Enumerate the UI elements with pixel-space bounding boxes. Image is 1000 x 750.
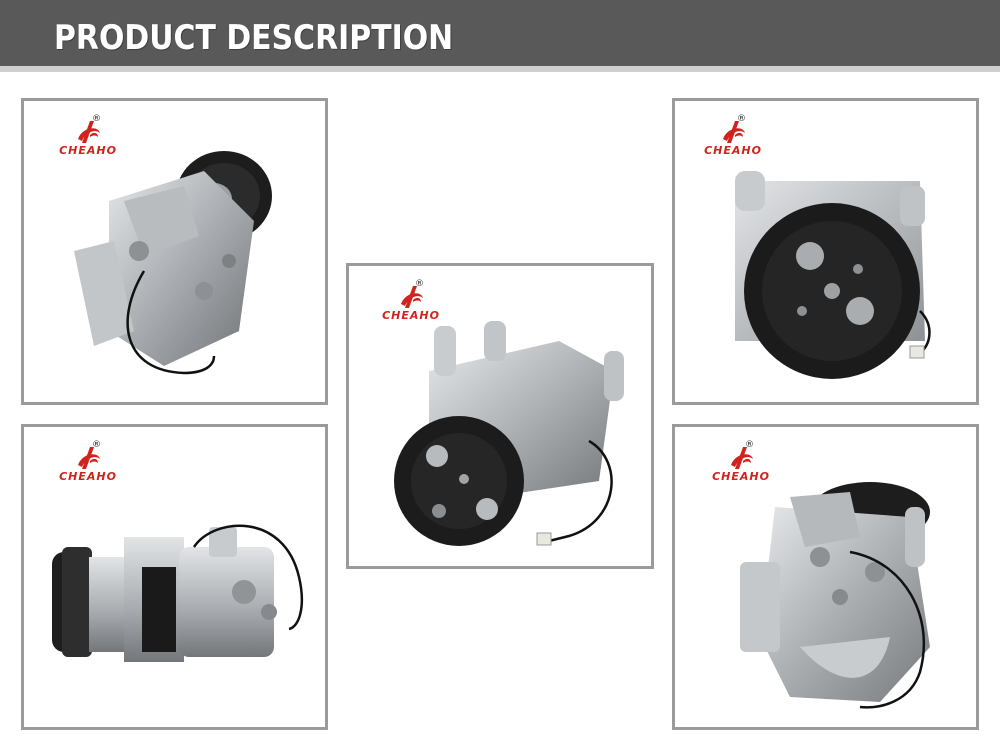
cheaho-logo-icon — [78, 121, 100, 143]
compressor-photo — [735, 171, 931, 379]
registered-mark: ® — [415, 279, 424, 289]
compressor-photo — [740, 482, 930, 709]
compressor-photo — [74, 151, 272, 375]
brand-logo: ® CHEAHO — [48, 114, 128, 163]
product-photo-frame-5[interactable]: ® CHEAHO — [672, 424, 979, 730]
registered-mark: ® — [92, 440, 101, 450]
cheaho-logo-icon — [401, 286, 423, 308]
brand-name: CHEAHO — [59, 470, 117, 483]
header-divider — [0, 66, 1000, 72]
product-photo-frame-3[interactable]: ® CHEAHO — [346, 263, 654, 569]
brand-name: CHEAHO — [382, 309, 440, 322]
header-bar: PRODUCT DESCRIPTION — [0, 0, 1000, 66]
brand-name: CHEAHO — [712, 470, 770, 483]
cheaho-logo-icon — [723, 121, 745, 143]
registered-mark: ® — [92, 114, 101, 124]
registered-mark: ® — [745, 440, 754, 450]
brand-name: CHEAHO — [704, 144, 762, 157]
brand-logo: ® CHEAHO — [693, 114, 773, 163]
brand-logo: ® CHEAHO — [701, 440, 781, 489]
cheaho-logo-icon — [731, 447, 753, 469]
compressor-photo — [394, 321, 624, 546]
page-title: PRODUCT DESCRIPTION — [54, 18, 454, 58]
product-photo-frame-1[interactable]: ® CHEAHO — [21, 98, 328, 405]
brand-name: CHEAHO — [59, 144, 117, 157]
compressor-photo — [52, 524, 304, 662]
product-photo-frame-2[interactable]: ® CHEAHO — [21, 424, 328, 730]
cheaho-logo-icon — [78, 447, 100, 469]
brand-logo: ® CHEAHO — [371, 279, 451, 328]
brand-logo: ® CHEAHO — [48, 440, 128, 489]
registered-mark: ® — [737, 114, 746, 124]
product-photo-frame-4[interactable]: ® CHEAHO — [672, 98, 979, 405]
